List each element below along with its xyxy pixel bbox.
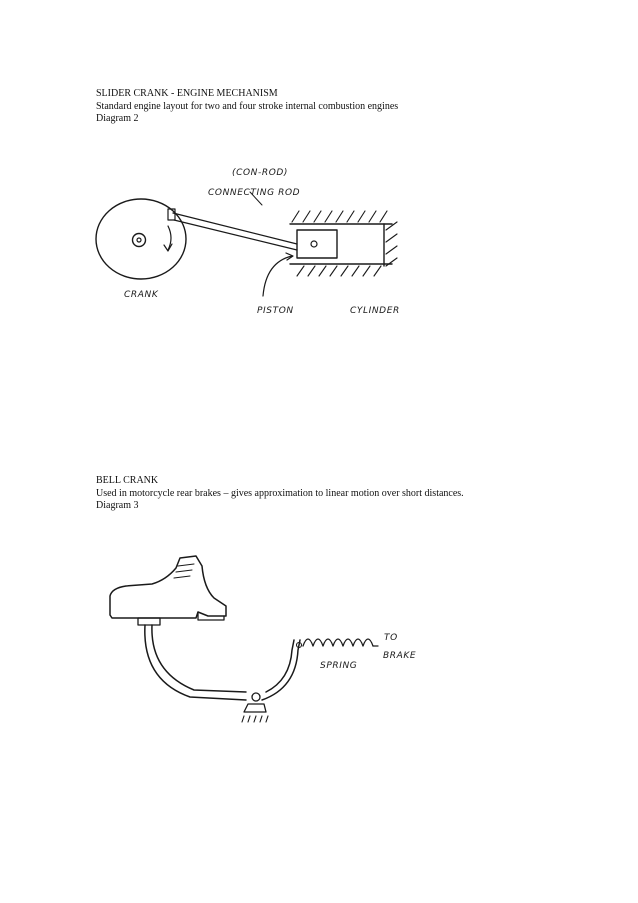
label-brake: BRAKE xyxy=(383,651,416,661)
label-crank: CRANK xyxy=(124,290,159,300)
pivot-pin xyxy=(251,692,261,702)
crank-rotation-arrow xyxy=(167,225,172,251)
label-cylinder: CYLINDER xyxy=(350,306,400,316)
cylinder-bottom-hatching xyxy=(296,265,382,277)
crank-rotation-arrowhead xyxy=(163,243,173,252)
section-slider-crank-text: SLIDER CRANK - ENGINE MECHANISM Standard… xyxy=(96,88,398,126)
pivot-mount xyxy=(243,703,267,713)
section-title-bell-crank: BELL CRANK xyxy=(96,475,159,486)
cylinder-top-hatching xyxy=(291,210,388,223)
section-subtitle-slider-crank: Standard engine layout for two and four … xyxy=(96,100,399,112)
piston-pin xyxy=(310,240,318,248)
pedal-pad xyxy=(137,617,161,626)
crank-wheel xyxy=(95,198,187,280)
connecting-rod xyxy=(172,212,298,251)
slider-crank-diagram: (CON-ROD) CONNECTING ROD CRANK PISTON CY… xyxy=(95,168,400,316)
pedal-lever-arm xyxy=(144,624,247,701)
piston xyxy=(296,229,338,259)
brake-lever-arm xyxy=(261,639,301,701)
cylinder-end-hatching xyxy=(385,221,398,267)
piston-label-arrow xyxy=(262,255,293,297)
label-conrod: (CON-ROD) xyxy=(232,168,288,178)
section-title-slider-crank: SLIDER CRANK - ENGINE MECHANISM xyxy=(96,88,278,99)
diagram-caption-2: Diagram 2 xyxy=(96,113,139,124)
piston-label-arrowhead xyxy=(285,252,294,261)
boot-icon xyxy=(109,555,227,619)
conrod-label-line xyxy=(249,191,263,206)
connecting-rod-end xyxy=(167,208,176,221)
label-spring: SPRING xyxy=(320,661,357,671)
brake-spring-icon xyxy=(302,638,374,647)
label-connecting-rod: CONNECTING ROD xyxy=(208,188,300,198)
crank-pin-center xyxy=(136,237,142,243)
label-to: TO xyxy=(384,633,398,643)
boot-heel xyxy=(197,611,225,621)
label-piston: PISTON xyxy=(257,306,294,316)
section-subtitle-bell-crank: Used in motorcycle rear brakes – gives a… xyxy=(96,487,464,499)
section-bell-crank-text: BELL CRANK Used in motorcycle rear brake… xyxy=(96,475,464,513)
crank-pin xyxy=(131,232,147,248)
pivot-ground-hatching xyxy=(241,715,269,723)
brake-lever-end-pin xyxy=(295,641,303,649)
boot-laces xyxy=(173,563,195,579)
diagram-caption-3: Diagram 3 xyxy=(96,500,139,511)
